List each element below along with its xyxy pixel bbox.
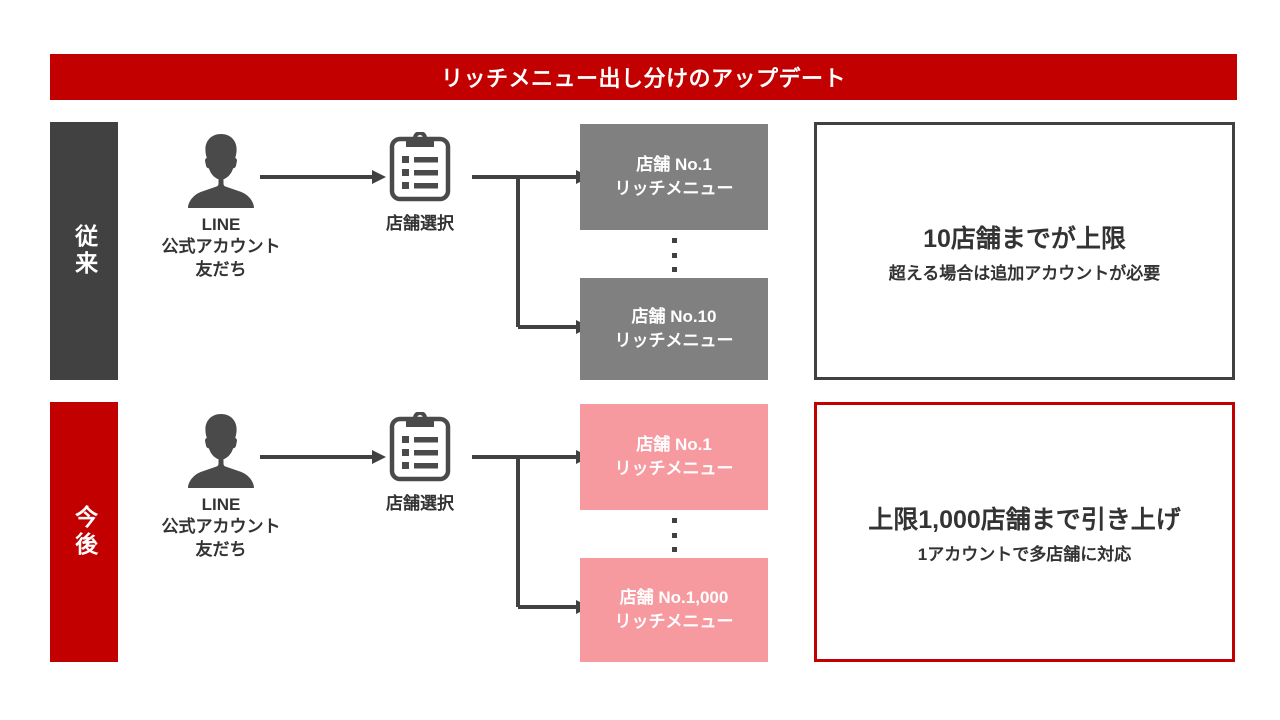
ellipsis-before	[667, 238, 681, 272]
person-caption-line2: 公式アカウント	[161, 237, 281, 257]
person-caption-after: LINE 公式アカウント 友だち	[140, 494, 302, 561]
rich-menu-line1: 店舗 No.1	[636, 154, 712, 174]
rich-menu-box-last-after: 店舗 No.1,000 リッチメニュー	[580, 558, 768, 662]
store-selector-node-after: 店舗選択	[368, 412, 472, 514]
person-caption-line3: 友だち	[195, 259, 247, 279]
clipboard-list-icon	[389, 412, 451, 482]
rich-menu-box-last-before-text: 店舗 No.10 リッチメニュー	[615, 305, 734, 353]
person-caption-line1: LINE	[201, 495, 241, 514]
rich-menu-line2: リッチメニュー	[614, 459, 734, 478]
store-selector-node-before: 店舗選択	[368, 132, 472, 234]
arrowhead-to-selector	[372, 170, 386, 184]
info-headline-before: 10店舗までが上限	[923, 224, 1126, 253]
ellipsis-dot	[671, 532, 677, 538]
row-label-after-text: 今後	[71, 505, 98, 559]
info-box-after: 上限1,000店舗まで引き上げ 1アカウントで多店舗に対応	[814, 402, 1235, 662]
store-selector-caption-before: 店舗選択	[386, 214, 454, 233]
rich-menu-line1: 店舗 No.10	[631, 306, 717, 326]
row-label-after: 今後	[50, 402, 118, 662]
rich-menu-line2: リッチメニュー	[614, 612, 734, 631]
rich-menu-line2: リッチメニュー	[614, 179, 734, 198]
info-sub-after: 1アカウントで多店舗に対応	[917, 544, 1132, 564]
clipboard-list-icon	[389, 132, 451, 202]
rich-menu-line1: 店舗 No.1	[636, 434, 712, 454]
person-node-after: LINE 公式アカウント 友だち	[140, 410, 302, 561]
connectors-after	[260, 450, 590, 614]
rich-menu-line2: リッチメニュー	[614, 331, 734, 350]
page-title: リッチメニュー出し分けのアップデート	[440, 66, 846, 91]
rich-menu-box-last-before: 店舗 No.10 リッチメニュー	[580, 278, 768, 380]
info-box-before: 10店舗までが上限 超える場合は追加アカウントが必要	[814, 122, 1235, 380]
ellipsis-dot	[671, 267, 677, 272]
rich-menu-box-first-after: 店舗 No.1 リッチメニュー	[580, 404, 768, 510]
arrowhead-to-selector	[372, 450, 386, 464]
ellipsis-dot	[671, 238, 677, 243]
connectors-before	[260, 170, 590, 334]
person-silhouette-icon	[188, 134, 254, 208]
info-sub-before: 超える場合は追加アカウントが必要	[888, 263, 1161, 283]
person-caption-before: LINE 公式アカウント 友だち	[140, 214, 302, 281]
rich-menu-box-first-after-text: 店舗 No.1 リッチメニュー	[615, 433, 734, 481]
person-caption-line2: 公式アカウント	[161, 517, 281, 537]
store-selector-caption-after: 店舗選択	[386, 494, 454, 513]
ellipsis-after	[667, 518, 681, 552]
ellipsis-dot	[671, 547, 677, 552]
row-label-before-text: 従来	[71, 224, 98, 278]
rich-menu-box-first-before: 店舗 No.1 リッチメニュー	[580, 124, 768, 230]
person-caption-line3: 友だち	[195, 539, 247, 559]
rich-menu-box-first-before-text: 店舗 No.1 リッチメニュー	[615, 153, 734, 201]
rich-menu-line1: 店舗 No.1,000	[619, 587, 729, 607]
person-caption-line1: LINE	[201, 215, 241, 234]
rich-menu-box-last-after-text: 店舗 No.1,000 リッチメニュー	[615, 586, 734, 634]
page-title-banner: リッチメニュー出し分けのアップデート	[50, 54, 1237, 100]
flow-before: LINE 公式アカウント 友だち 店舗選択	[0, 122, 1280, 380]
info-headline-after: 上限1,000店舗まで引き上げ	[868, 505, 1181, 534]
person-silhouette-icon	[188, 414, 254, 488]
ellipsis-dot	[671, 518, 677, 523]
flow-after: LINE 公式アカウント 友だち 店舗選択	[0, 402, 1280, 662]
person-node-before: LINE 公式アカウント 友だち	[140, 130, 302, 281]
row-label-before: 従来	[50, 122, 118, 380]
ellipsis-dot	[671, 252, 677, 258]
